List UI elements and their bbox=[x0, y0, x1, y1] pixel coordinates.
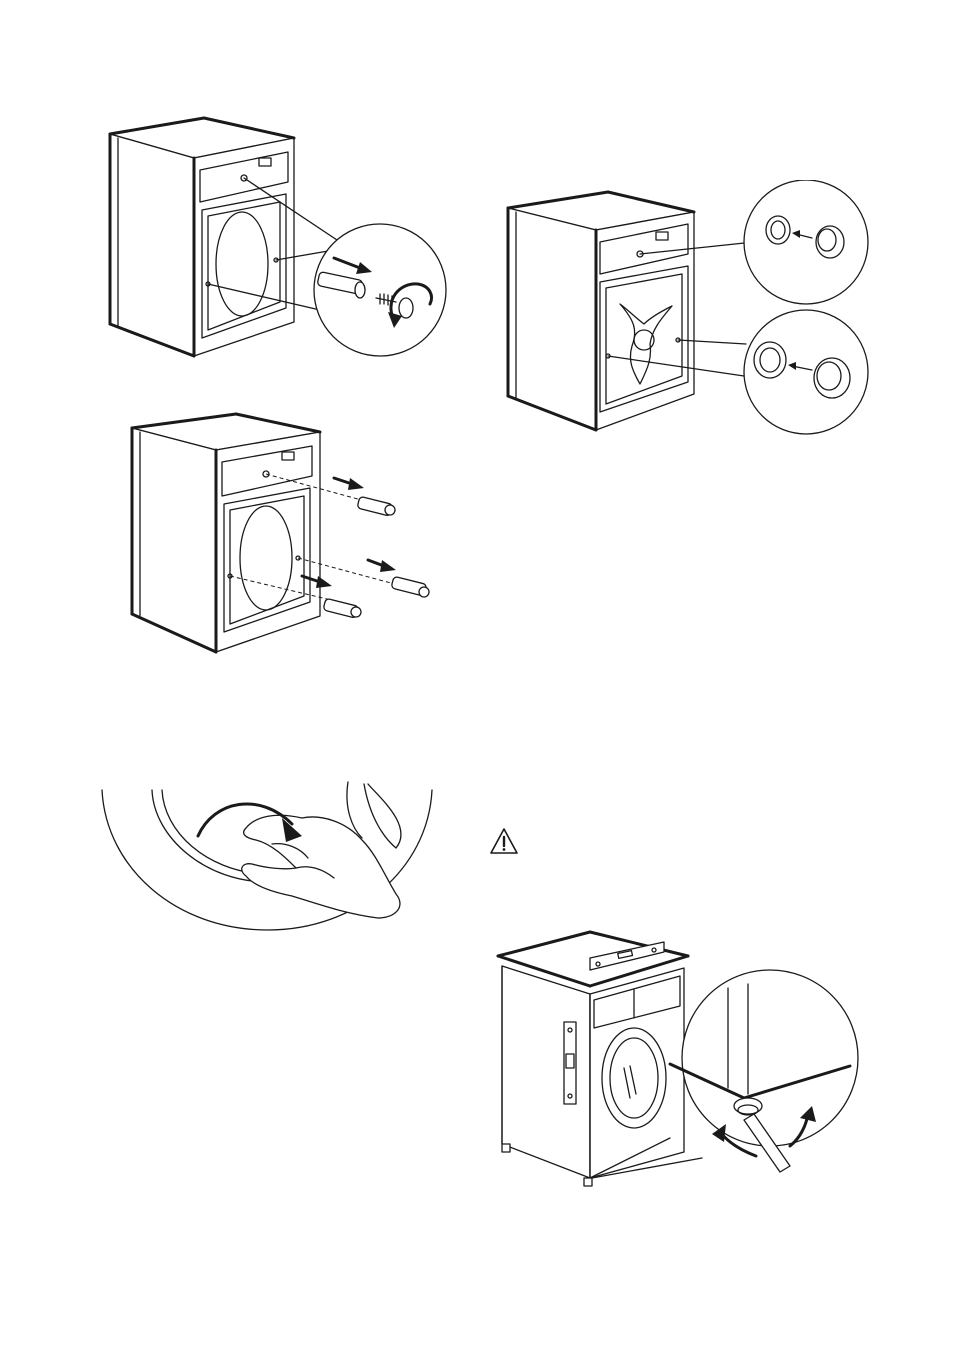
fig-pull-out-spacers bbox=[126, 408, 442, 658]
fig-remove-transit-bolts bbox=[104, 112, 448, 362]
fig-level-adjustment bbox=[494, 928, 864, 1190]
fig-insert-plastic-caps bbox=[500, 180, 872, 436]
fig-warning bbox=[488, 826, 520, 856]
fig-door-handle-rotation bbox=[96, 778, 440, 938]
